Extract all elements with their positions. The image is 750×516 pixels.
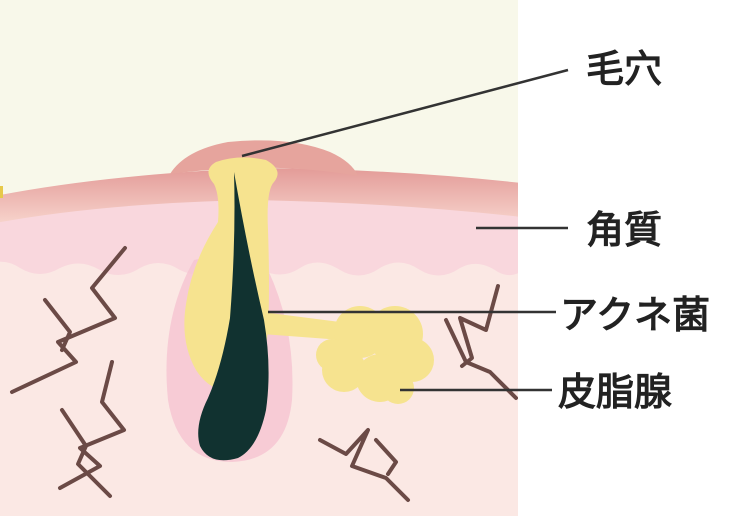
edge-mark: [0, 186, 3, 198]
stratum-corneum-label: 角質: [586, 208, 662, 252]
sebaceous-gland-cluster: [316, 306, 434, 404]
zigzag-line-icon: [458, 284, 500, 368]
zigzag-line-icon: [318, 428, 410, 502]
sebaceous-duct: [262, 312, 342, 340]
pore-label: 毛穴: [586, 47, 662, 91]
leader-lines: [241, 68, 569, 392]
zigzag-line-icon: [10, 246, 127, 394]
nerve-lines: [10, 246, 518, 502]
zigzag-line-icon: [60, 408, 112, 498]
pore-leader-line: [241, 68, 569, 158]
zigzag-line-icon: [43, 298, 72, 352]
sebaceous-gland-label: 皮脂腺: [558, 370, 673, 414]
hair-shaft-icon: [198, 172, 269, 461]
zigzag-line-icon: [374, 438, 398, 476]
zigzag-line-icon: [58, 360, 126, 490]
acne-bacteria-label: アクネ菌: [560, 293, 710, 337]
zigzag-line-icon: [444, 318, 518, 400]
